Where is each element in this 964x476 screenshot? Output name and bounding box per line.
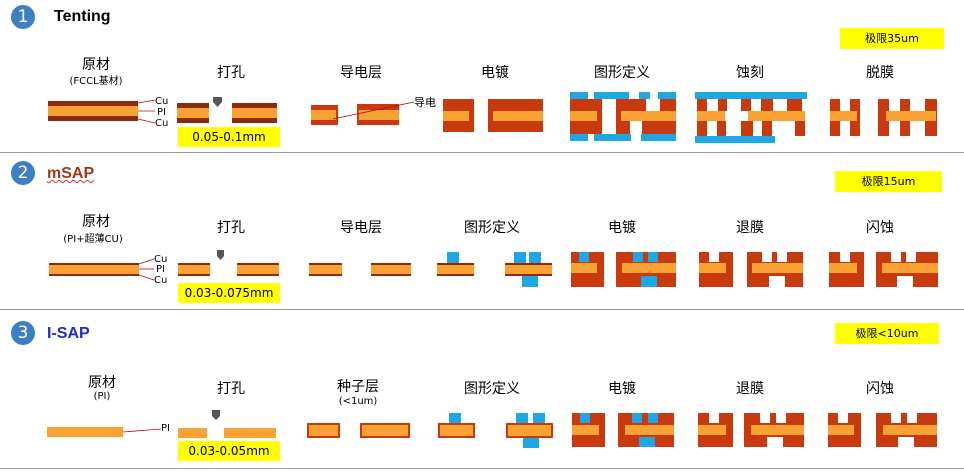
flash-etch-cross-section <box>828 413 937 447</box>
plating-cross-section <box>443 99 543 132</box>
section-divider <box>0 152 964 153</box>
resist-strip-cross-section <box>699 252 803 287</box>
material-cross-section <box>48 99 156 124</box>
layer-label-cu: Cu <box>154 254 168 265</box>
material-cross-section <box>49 258 155 281</box>
material-sub-label: (PI) <box>93 391 111 402</box>
step-label: 闪蚀 <box>866 220 894 236</box>
material-label: 原材 <box>88 375 116 391</box>
plating-cross-section <box>571 252 676 287</box>
seed-layer-cross-section <box>307 423 410 438</box>
limit-label: 极限15um <box>835 171 942 192</box>
drilling-cross-section <box>178 250 279 276</box>
hole-range-label: 0.03-0.075mm <box>178 283 280 303</box>
material-label: 原材 <box>82 214 110 230</box>
stripping-cross-section <box>830 99 937 136</box>
layer-label-cu: Cu <box>154 275 168 286</box>
conductive-layer-cross-section <box>309 263 411 276</box>
step-label: 电镀 <box>608 381 636 397</box>
material-sub-label: (FCCL基材) <box>69 76 123 87</box>
step-label: 电镀 <box>608 220 636 236</box>
msap-process-diagram <box>49 250 938 287</box>
isap-process-diagram <box>47 410 937 448</box>
step-label: 脱膜 <box>866 65 894 81</box>
material-cross-section <box>47 427 162 437</box>
section-number-badge: 1 <box>11 5 35 29</box>
step-label: 图形定义 <box>594 65 650 81</box>
layer-label-cu: Cu <box>155 96 169 107</box>
layer-label-cu: Cu <box>155 118 169 129</box>
layer-label-pi: PI <box>157 107 166 118</box>
section-title: I-SAP <box>47 325 90 342</box>
resist-strip-cross-section <box>698 413 804 447</box>
section-title: mSAP <box>47 165 95 182</box>
step-label: 蚀刻 <box>736 65 764 81</box>
step-label: 打孔 <box>217 65 245 81</box>
step-label: 导电层 <box>340 220 382 236</box>
flash-etch-cross-section <box>829 252 938 287</box>
step-label: 种子层 <box>337 379 379 395</box>
section-number-badge: 2 <box>11 161 35 185</box>
pattern-definition-cross-section <box>570 92 676 141</box>
drilling-cross-section <box>177 97 277 123</box>
step-label: 图形定义 <box>464 381 520 397</box>
step-label: 打孔 <box>217 381 245 397</box>
section-title: Tenting <box>54 8 111 25</box>
section-divider <box>0 309 964 310</box>
tenting-process-diagram <box>48 92 937 143</box>
step-label: 导电层 <box>340 65 382 81</box>
hole-range-label: 0.03-0.05mm <box>178 441 280 461</box>
layer-label-pi: PI <box>156 264 165 275</box>
callout-label: 导电 <box>414 96 436 109</box>
step-label: 电镀 <box>481 65 509 81</box>
step-label: 闪蚀 <box>866 381 894 397</box>
step-label: 退膜 <box>736 220 764 236</box>
pattern-definition-cross-section <box>438 413 553 448</box>
step-label: 退膜 <box>736 381 764 397</box>
isap-section: 3 I-SAP 极限<10um 原材 (PI) 打孔 种子层 (<1um) 图形… <box>0 310 964 462</box>
hole-range-label: 0.05-0.1mm <box>178 127 280 147</box>
msap-section: 2 mSAP 极限15um 原材 (PI+超薄CU) 打孔 导电层 图形定义 电… <box>0 153 964 305</box>
step-label: 打孔 <box>217 220 245 236</box>
conductive-layer-cross-section <box>311 101 415 125</box>
step-label: 图形定义 <box>464 220 520 236</box>
drilling-cross-section <box>178 410 276 438</box>
layer-label-pi: PI <box>161 423 170 434</box>
plating-cross-section <box>572 413 674 447</box>
tenting-section: 1 Tenting 极限35um 原材 (FCCL基材) 打孔 导电层 电镀 图… <box>0 0 964 152</box>
seed-layer-sub-label: (<1um) <box>338 396 378 407</box>
pattern-definition-cross-section <box>437 252 552 287</box>
etching-cross-section <box>695 92 807 143</box>
limit-label: 极限<10um <box>835 323 939 344</box>
material-label: 原材 <box>82 57 110 73</box>
limit-label: 极限35um <box>840 28 944 49</box>
section-number-badge: 3 <box>11 321 35 345</box>
section-divider <box>0 468 964 469</box>
material-sub-label: (PI+超薄CU) <box>63 234 123 245</box>
